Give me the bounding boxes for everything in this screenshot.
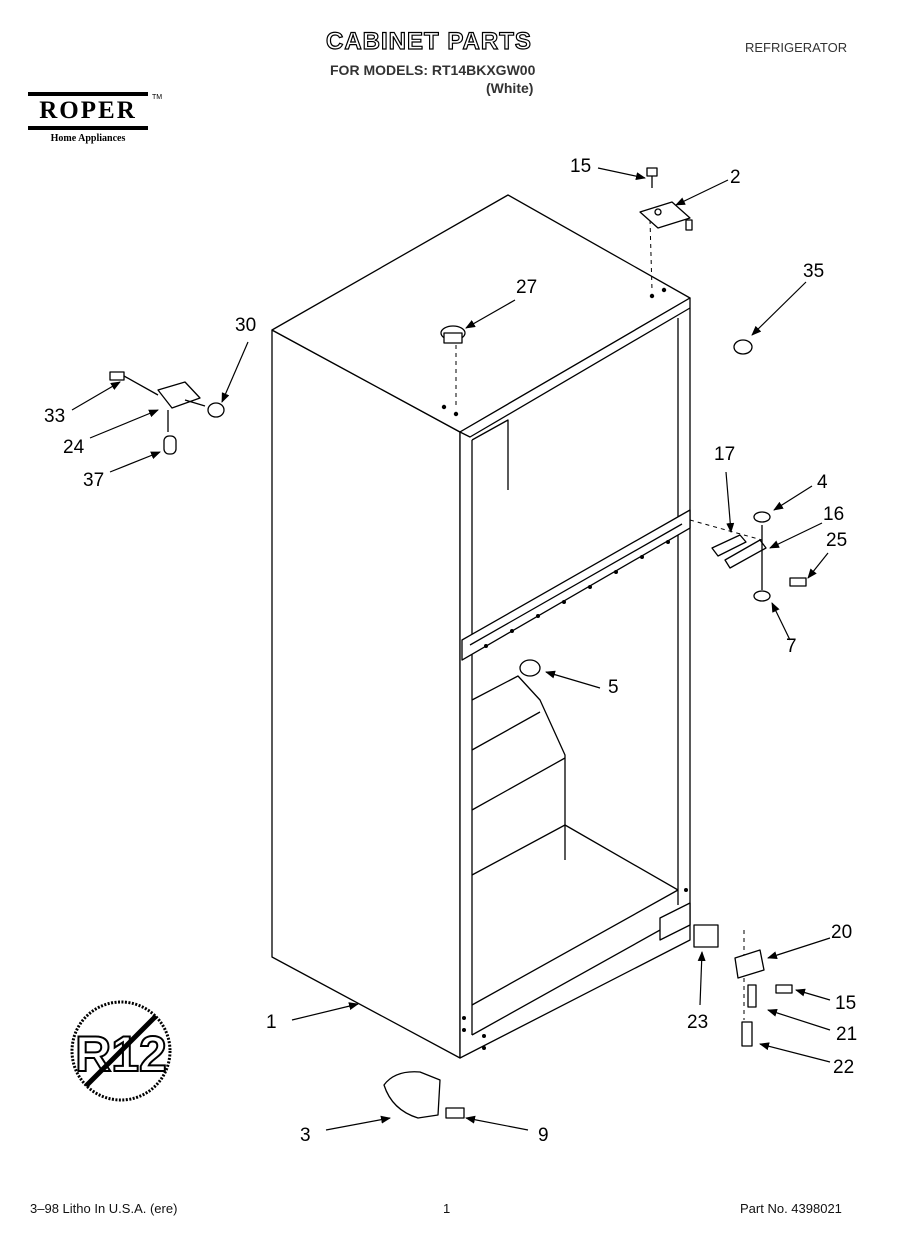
cabinet	[271, 194, 691, 1059]
callout-21: 21	[836, 1024, 858, 1045]
callout-3: 3	[300, 1125, 311, 1146]
top-hinge-part	[639, 201, 693, 231]
brand-subtitle: Home Appliances	[50, 133, 126, 144]
top-screw-part	[646, 167, 658, 188]
callout-1: 1	[266, 1012, 277, 1033]
callout-30: 30	[235, 315, 257, 336]
callout-9: 9	[538, 1125, 549, 1146]
callout-33: 33	[44, 406, 66, 427]
callout-16: 16	[823, 504, 845, 525]
footer-page-number: 1	[443, 1201, 451, 1216]
callout-2: 2	[730, 167, 741, 188]
callout-25: 25	[826, 530, 848, 551]
brand-name: ROPER	[28, 92, 148, 130]
appliance-type: REFRIGERATOR	[745, 40, 848, 55]
callout-37: 37	[83, 470, 105, 491]
callout-24: 24	[63, 437, 85, 458]
brand-trademark: TM	[152, 94, 163, 101]
page-title: CABINET PARTS	[325, 27, 532, 55]
callout-27: 27	[516, 277, 538, 298]
callout-35: 35	[803, 261, 825, 282]
callout-23: 23	[687, 1012, 709, 1033]
footer-print-info: 3–98 Litho In U.S.A. (ere)	[30, 1201, 178, 1216]
r12-badge: R12	[70, 1000, 172, 1102]
roper-logo: ROPER TM Home Appliances	[28, 92, 162, 144]
middle-hinge-part	[711, 511, 807, 602]
models-line: FOR MODELS: RT14BKXGW00	[330, 62, 536, 78]
bottom-hinge-part	[693, 924, 793, 1047]
callout-5: 5	[608, 677, 619, 698]
callout-4: 4	[817, 472, 828, 493]
mullion-plug-part	[519, 659, 541, 677]
model-variant: (White)	[486, 80, 534, 96]
callout-15-top: 15	[570, 156, 592, 177]
hinge-cover-part	[733, 339, 753, 355]
callout-7: 7	[786, 636, 797, 657]
plug-part-27	[440, 325, 466, 344]
leveling-leg-part	[383, 1071, 465, 1119]
callout-15-bottom: 15	[835, 993, 857, 1014]
footer-part-number: Part No. 4398021	[740, 1201, 842, 1216]
callout-20: 20	[831, 922, 853, 943]
callout-17: 17	[714, 444, 736, 465]
callout-22: 22	[833, 1057, 855, 1078]
left-hinge-part	[109, 371, 225, 455]
